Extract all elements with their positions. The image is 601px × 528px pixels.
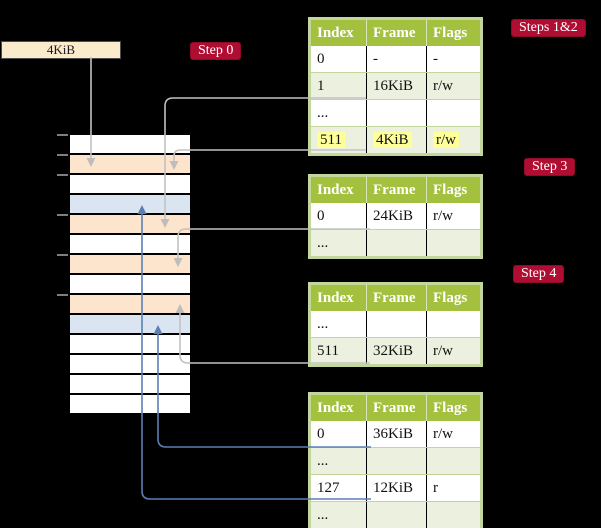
memory-frame-row-2-free [70, 175, 190, 195]
highlighted-value: r/w [433, 132, 459, 148]
page-directory-row-...: ... [311, 99, 480, 126]
page-directory-cell: 16KiB [367, 73, 427, 99]
memory-frame-row-8-pagetable [70, 295, 190, 315]
memory-frame-row-5-free [70, 235, 190, 255]
page-table-step3-header-frame: Frame [367, 177, 427, 203]
page-table-final-cell: r [433, 480, 438, 496]
page-table-step3-cell [427, 230, 480, 256]
memory-frame-row-10-free [70, 335, 190, 355]
badge-step-0: Step 0 [190, 42, 242, 60]
memory-frame-row-3-data [70, 195, 190, 215]
page-table-final-row-...: ... [311, 447, 480, 474]
page-table-step4-cell [367, 311, 427, 337]
page-directory-cell [367, 100, 427, 126]
page-table-final-cell: 12KiB [367, 475, 427, 501]
page-table-final-cell [427, 448, 480, 474]
memory-address-tick [57, 154, 68, 156]
page-table-step4-cell: r/w [433, 343, 453, 359]
memory-frame-row-13-free [70, 395, 190, 415]
page-directory-row-0: 0-- [311, 46, 480, 72]
page-table-final-cell [367, 448, 427, 474]
page-table-final-cell: r/w [433, 426, 453, 442]
page-directory-cell: 1 [311, 73, 367, 99]
memory-address-tick [57, 294, 68, 296]
page-table-step4-cell: ... [311, 311, 367, 337]
page-table-step4-header-frame: Frame [367, 285, 427, 311]
page-table-final-cell [427, 502, 480, 528]
page-table-step4-header-flags: Flags [433, 290, 468, 306]
page-table-final-cell: 0 [311, 421, 367, 447]
memory-address-tick [57, 134, 68, 136]
page-directory-cell: - [367, 46, 427, 72]
page-table-step3-header-index: Index [311, 177, 367, 203]
page-table-step4-header-index: Index [311, 285, 367, 311]
page-table-final-cell [367, 502, 427, 528]
memory-frame-row-9-data [70, 315, 190, 335]
page-table-final-cell: 127 [311, 475, 367, 501]
page-directory-cell: 511 [311, 127, 367, 153]
badge-steps-1-2: Steps 1&2 [511, 19, 586, 37]
page-table-final-cell: ... [311, 448, 367, 474]
page-table-step3-row-...: ... [311, 229, 480, 256]
page-table-step4-row-...: ... [311, 311, 480, 337]
page-table-step4-cell: 511 [311, 338, 367, 364]
page-directory-cell: r/w [433, 78, 453, 94]
memory-frame-row-1-pagetable [70, 155, 190, 175]
page-table-step3-header-flags: Flags [433, 182, 468, 198]
memory-frame-row-6-pagetable [70, 255, 190, 275]
page-table-base-register-box: 4KiB [1, 41, 121, 59]
page-table-step3-cell: ... [311, 230, 367, 256]
page-directory-cell: r/w [427, 127, 480, 153]
page-table-step4-cell [427, 311, 480, 337]
page-directory-row-511: 511 4KiB r/w [311, 126, 480, 153]
memory-frame-row-12-free [70, 375, 190, 395]
page-directory-header-flags: Flags [433, 25, 468, 41]
highlighted-value: 511 [317, 132, 345, 148]
page-directory-header-index: Index [311, 20, 367, 46]
memory-frame-row-0-free [70, 135, 190, 155]
page-table-step3-cell [367, 230, 427, 256]
highlighted-value: 4KiB [373, 132, 412, 148]
page-table-step3-cell: r/w [433, 208, 453, 224]
badge-step-4: Step 4 [513, 265, 565, 283]
page-table-final-row-...: ... [311, 501, 480, 528]
memory-address-tick [57, 254, 68, 256]
memory-frame-row-7-free [70, 275, 190, 295]
page-table-final-header-index: Index [311, 395, 367, 421]
memory-address-tick [57, 174, 68, 176]
badge-step-3: Step 3 [524, 158, 576, 176]
page-table-final-cell: ... [311, 502, 367, 528]
page-table-final-cell: 36KiB [367, 421, 427, 447]
page-table-step3-cell: 0 [311, 203, 367, 229]
pdbr-label: 4KiB [46, 42, 76, 57]
page-table-final-header-flags: Flags [433, 400, 468, 416]
physical-memory-column [57, 134, 190, 415]
page-directory-header-frame: Frame [367, 20, 427, 46]
page-directory-cell: ... [311, 100, 367, 126]
memory-frame-row-11-free [70, 355, 190, 375]
page-directory-cell: 4KiB [367, 127, 427, 153]
page-table-step4-cell: 32KiB [367, 338, 427, 364]
memory-address-tick [57, 214, 68, 216]
page-directory-cell: - [433, 51, 438, 67]
memory-frame-row-4-pagetable [70, 215, 190, 235]
page-directory-cell [427, 100, 480, 126]
page-directory-cell: 0 [311, 46, 367, 72]
page-table-step3-cell: 24KiB [367, 203, 427, 229]
page-table-final-header-frame: Frame [367, 395, 427, 421]
